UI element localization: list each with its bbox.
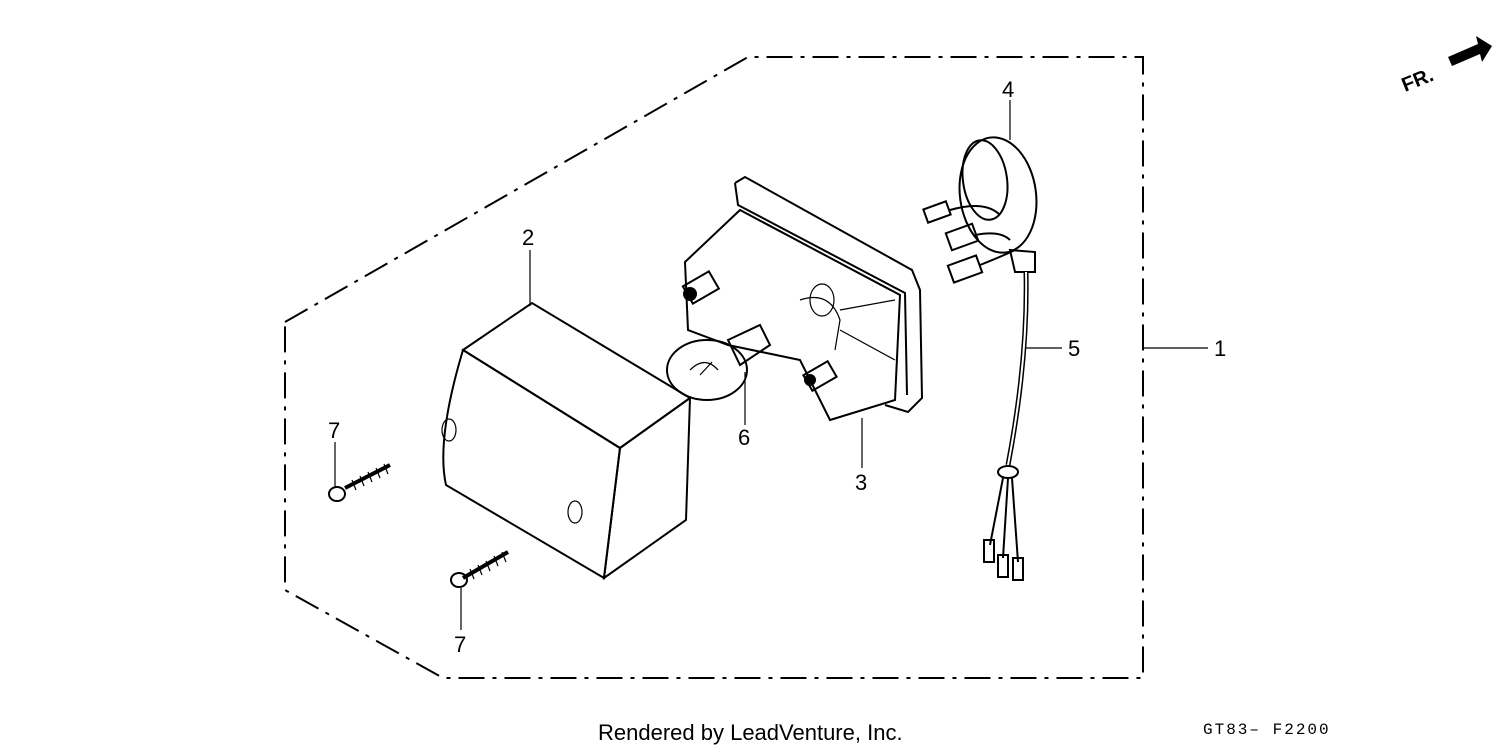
socket-cover <box>958 136 1038 273</box>
assembly-boundary <box>284 56 1144 679</box>
callout-wire-harness: 5 <box>1068 336 1080 361</box>
screw-upper <box>328 463 391 502</box>
connectors <box>922 200 1016 284</box>
arrow-icon <box>1448 36 1492 66</box>
callout-lens: 2 <box>522 225 534 250</box>
callout-bulb: 6 <box>738 425 750 450</box>
callout-screw-upper: 7 <box>328 418 340 443</box>
screw-lower <box>450 550 510 588</box>
front-direction-arrow: FR. <box>1399 36 1492 97</box>
wire-harness <box>983 271 1029 581</box>
base <box>681 175 924 422</box>
lens <box>441 301 692 581</box>
credit-text: Rendered by LeadVenture, Inc. <box>598 720 903 745</box>
bulb <box>666 323 772 401</box>
callout-base: 3 <box>855 470 867 495</box>
callout-socket-cover: 4 <box>1002 77 1014 102</box>
leader-lines <box>334 100 1208 630</box>
front-direction-label: FR. <box>1399 64 1437 96</box>
callout-assembly: 1 <box>1214 336 1226 361</box>
diagram-code: GT83– F2200 <box>1203 721 1331 739</box>
callout-screw-lower: 7 <box>454 632 466 657</box>
